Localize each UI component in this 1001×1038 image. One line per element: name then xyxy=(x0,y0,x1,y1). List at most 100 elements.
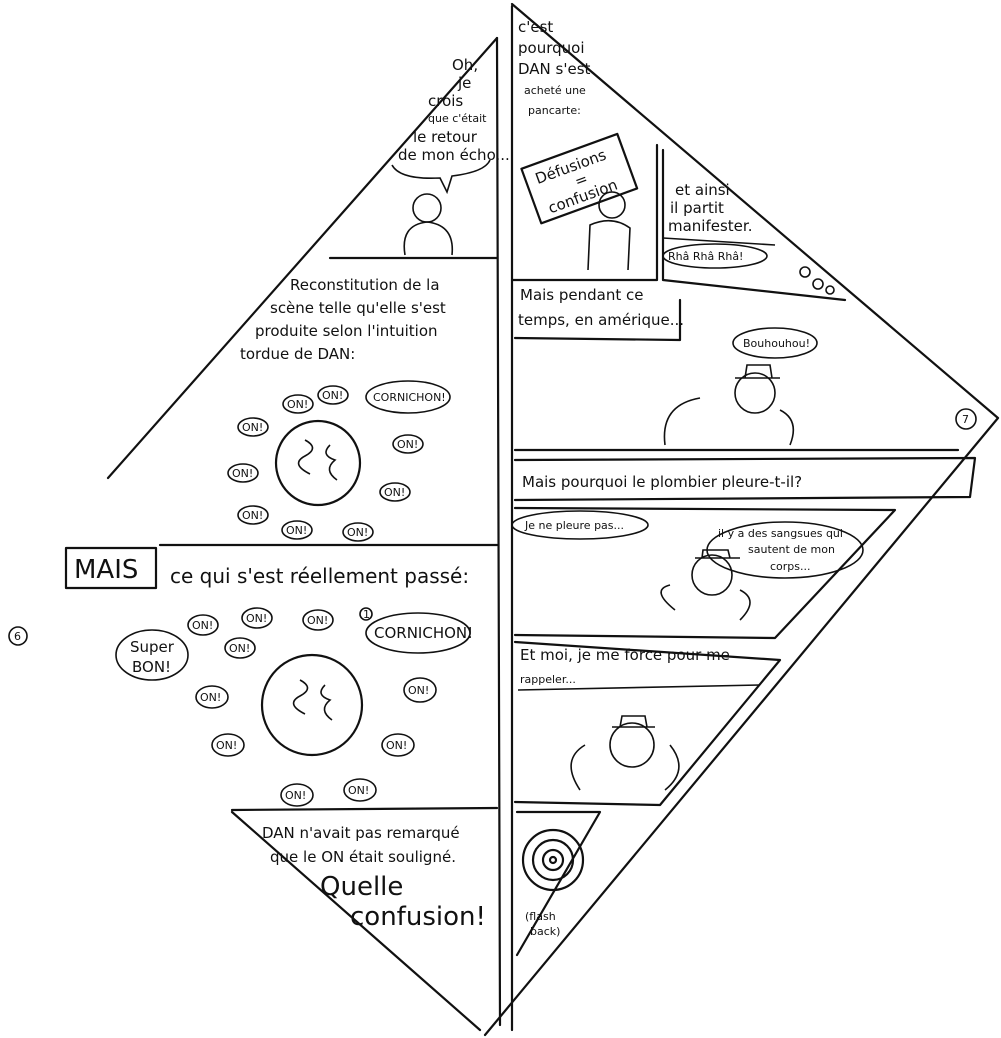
comic-text: ON! xyxy=(242,509,263,522)
drawing-stroke xyxy=(663,397,795,446)
comic-text: ON! xyxy=(322,389,343,402)
drawing-stroke xyxy=(955,408,977,430)
drawing-stroke xyxy=(379,482,411,502)
drawing-stroke xyxy=(662,237,776,246)
drawing-stroke xyxy=(211,733,245,757)
drawing-stroke xyxy=(609,722,655,768)
comic-text: ON! xyxy=(408,684,429,697)
comic-text: ce qui s'est réellement passé: xyxy=(170,564,469,588)
comic-text: MAIS xyxy=(74,555,138,585)
drawing-stroke xyxy=(515,810,602,957)
dan-figure xyxy=(403,193,454,256)
comic-text: CORNICHON! xyxy=(374,624,473,642)
comic-text: le retour xyxy=(413,128,478,146)
comic-text: Et moi, je me force pour me xyxy=(520,646,730,664)
drawing-stroke xyxy=(237,505,269,525)
globe-2 xyxy=(260,653,364,757)
comic-text: 7 xyxy=(962,413,969,426)
drawing-stroke xyxy=(510,143,659,282)
on-bubbles-2: ON! ON! ON! ON! ON! ON! ON! ON! ON! ON! xyxy=(187,607,437,807)
drawing-stroke xyxy=(662,243,768,269)
comic-text: crois xyxy=(428,92,463,110)
comic-text: 1 xyxy=(363,608,370,621)
drawing-stroke xyxy=(187,614,219,636)
comic-text: ON! xyxy=(286,524,307,537)
drawing-stroke xyxy=(825,285,835,295)
comic-text: Rhâ Rhâ Rhâ! xyxy=(668,250,743,263)
right-panel-4: Mais pourquoi le plombier pleure-t-il? xyxy=(513,456,977,502)
comic-text: manifester. xyxy=(668,217,752,235)
drawing-stroke xyxy=(274,419,362,507)
drawing-stroke xyxy=(64,546,158,590)
comic-text: back) xyxy=(530,925,560,938)
comic-text: ON! xyxy=(307,614,328,627)
drawing-stroke xyxy=(343,778,377,802)
comic-text: Bouhouhou! xyxy=(743,337,810,350)
drawing-stroke xyxy=(359,607,373,621)
comic-text: produite selon l'intuition xyxy=(255,322,438,340)
drawing-stroke xyxy=(483,2,1000,1037)
comic-text: ON! xyxy=(242,421,263,434)
comic-text: corps... xyxy=(770,560,811,573)
drawing-stroke xyxy=(732,327,818,359)
comic-text: il partit xyxy=(670,199,724,217)
comic-text: pancarte: xyxy=(528,104,581,117)
comic-text: ON! xyxy=(246,612,267,625)
left-panel-3: MAIS ce qui s'est réellement passé: Supe… xyxy=(64,543,499,807)
protest-sign: Défusions = confusion xyxy=(520,132,639,225)
comic-text: Quelle xyxy=(320,872,403,902)
comic-text: que c'était xyxy=(428,112,487,125)
drawing-stroke xyxy=(612,715,655,728)
comic-text: ON! xyxy=(192,619,213,632)
comic-text: rappeler... xyxy=(520,673,576,686)
drawing-stroke xyxy=(115,629,189,681)
comic-text: ON! xyxy=(200,691,221,704)
comic-text: acheté une xyxy=(524,84,586,97)
comic-text: confusion! xyxy=(350,902,486,932)
drawing-stroke xyxy=(297,439,338,481)
comic-text: ON! xyxy=(285,789,306,802)
drawing-stroke xyxy=(513,506,897,640)
comic-text: ON! xyxy=(384,486,405,499)
drawing-stroke xyxy=(548,855,558,865)
right-panel-3: Mais pendant ce temps, en amérique... Bo… xyxy=(513,286,960,452)
comic-text: DAN n'avait pas remarqué xyxy=(262,824,460,842)
comic-text: pourquoi xyxy=(518,39,584,57)
drawing-stroke xyxy=(317,385,349,405)
comic-text: Mais pourquoi le plombier pleure-t-il? xyxy=(522,473,802,491)
comic-text: 6 xyxy=(14,630,21,643)
left-panel-1: Oh, je crois que c'était le retour de mo… xyxy=(328,56,510,260)
comic-text: ON! xyxy=(229,642,250,655)
drawing-stroke xyxy=(391,159,491,195)
comic-text: DAN s'est xyxy=(518,60,591,78)
comic-text: il y a des sangsues qui xyxy=(718,527,843,540)
right-panel-1: c'est pourquoi DAN s'est acheté une panc… xyxy=(510,18,659,282)
drawing-stroke xyxy=(691,554,733,596)
comic-text: CORNICHON! xyxy=(373,391,446,404)
comic-text: = xyxy=(572,169,590,190)
globe xyxy=(274,419,362,507)
comic-text: c'est xyxy=(518,18,553,36)
drawing-stroke xyxy=(587,219,631,271)
drawing-stroke xyxy=(660,584,751,621)
drawing-stroke xyxy=(282,394,314,414)
page-number-right: 7 xyxy=(955,408,977,430)
drawing-stroke xyxy=(342,522,374,542)
drawing-stroke xyxy=(8,626,28,646)
drawing-stroke xyxy=(292,679,333,721)
right-panel-7: (flash back) xyxy=(515,810,602,957)
comic-text: ON! xyxy=(397,438,418,451)
drawing-stroke xyxy=(280,783,314,807)
drawing-stroke xyxy=(237,417,269,437)
drawing-stroke xyxy=(227,463,259,483)
drawing-stroke xyxy=(521,828,585,892)
comic-text: scène telle qu'elle s'est xyxy=(270,299,446,317)
comic-text: et ainsi xyxy=(675,181,730,199)
drawing-stroke xyxy=(598,191,626,219)
drawing-stroke xyxy=(412,193,442,223)
right-panel-6: Et moi, je me force pour me rappeler... xyxy=(513,640,782,807)
page-number-left: 6 xyxy=(8,626,28,646)
comic-text: BON! xyxy=(132,658,171,676)
flashback-spiral xyxy=(521,828,585,892)
comic-text: (flash xyxy=(525,910,556,923)
